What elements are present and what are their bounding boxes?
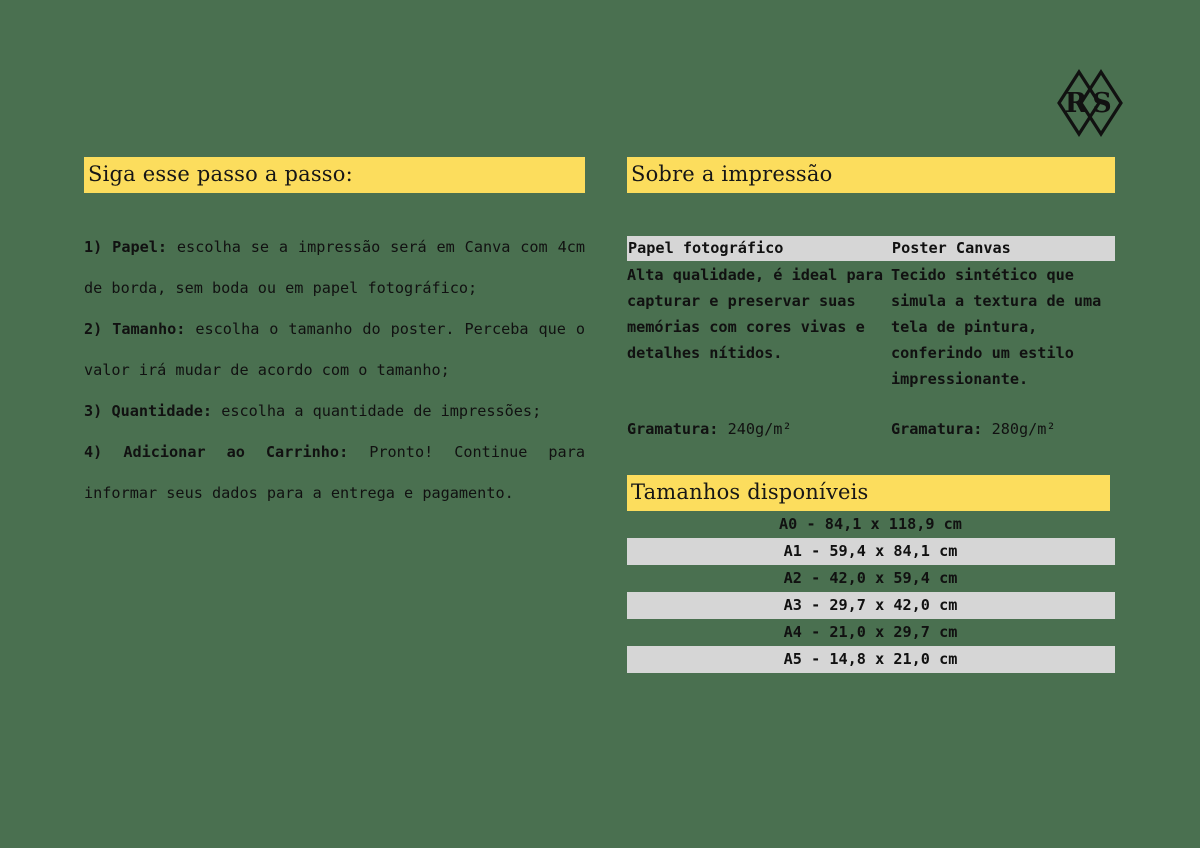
- step-number: 1): [84, 238, 103, 256]
- step-label: Quantidade:: [111, 402, 213, 420]
- rs-monogram-logo: R S: [1055, 68, 1125, 138]
- step-number: 2): [84, 320, 103, 338]
- logo-letter-r: R: [1065, 88, 1088, 119]
- size-dash: -: [811, 542, 821, 560]
- step-item: 2) Tamanho: escolha o tamanho do poster.…: [84, 309, 585, 391]
- step-label: Adicionar ao Carrinho:: [123, 443, 349, 461]
- size-dash: -: [811, 569, 821, 587]
- sizes-banner-title: Tamanhos disponíveis: [627, 475, 1110, 511]
- size-row: A5 - 14,8 x 21,0 cm: [627, 646, 1115, 673]
- size-name: A5: [783, 650, 802, 668]
- size-row: A2 - 42,0 x 59,4 cm: [627, 565, 1115, 592]
- paper-types-header-row: Papel fotográfico Poster Canvas: [627, 236, 1115, 261]
- size-dimensions: 59,4 x 84,1 cm: [829, 542, 958, 560]
- steps-column: Siga esse passo a passo: 1) Papel: escol…: [84, 157, 585, 514]
- size-name: A2: [783, 569, 802, 587]
- paper-description-canvas: Tecido sintético que simula a textura de…: [891, 266, 1102, 388]
- gramatura-label: Gramatura:: [891, 420, 983, 438]
- gramatura-photo: Gramatura: 240g/m²: [627, 419, 891, 439]
- gramatura-row: Gramatura: 240g/m² Gramatura: 280g/m²: [627, 419, 1115, 439]
- size-name: A3: [783, 596, 802, 614]
- size-row: A0 - 84,1 x 118,9 cm: [627, 511, 1115, 538]
- size-name: A0: [779, 515, 798, 533]
- step-number: 3): [84, 402, 103, 420]
- print-info-banner-title: Sobre a impressão: [627, 157, 1115, 193]
- paper-type-header-canvas: Poster Canvas: [891, 239, 1011, 257]
- available-sizes-block: Tamanhos disponíveis A0 - 84,1 x 118,9 c…: [627, 475, 1115, 673]
- paper-types-table: Papel fotográfico Poster Canvas Alta qua…: [627, 236, 1115, 439]
- step-text: escolha o tamanho do poster. Perceba que…: [84, 320, 585, 379]
- paper-description-photo: Alta qualidade, é ideal para capturar e …: [627, 266, 884, 362]
- step-item: 1) Papel: escolha se a impressão será em…: [84, 227, 585, 309]
- size-dimensions: 29,7 x 42,0 cm: [829, 596, 958, 614]
- size-name: A4: [783, 623, 802, 641]
- step-text: escolha se a impressão será em Canva com…: [84, 238, 585, 297]
- size-dimensions: 84,1 x 118,9 cm: [824, 515, 962, 533]
- steps-list: 1) Papel: escolha se a impressão será em…: [84, 227, 585, 514]
- size-dash: -: [806, 515, 816, 533]
- size-dash: -: [811, 596, 821, 614]
- gramatura-canvas: Gramatura: 280g/m²: [891, 419, 1115, 439]
- step-text: Pronto! Continue para informar seus dado…: [84, 443, 585, 502]
- gramatura-value: 280g/m²: [991, 420, 1056, 438]
- gramatura-value: 240g/m²: [727, 420, 792, 438]
- size-dimensions: 21,0 x 29,7 cm: [829, 623, 958, 641]
- size-dimensions: 14,8 x 21,0 cm: [829, 650, 958, 668]
- step-number: 4): [84, 443, 103, 461]
- step-label: Papel:: [112, 238, 168, 256]
- step-text: escolha a quantidade de impressões;: [212, 402, 542, 420]
- size-name: A1: [783, 542, 802, 560]
- step-item: 4) Adicionar ao Carrinho: Pronto! Contin…: [84, 432, 585, 514]
- size-dash: -: [811, 650, 821, 668]
- paper-types-description-row: Alta qualidade, é ideal para capturar e …: [627, 262, 1115, 392]
- size-dash: -: [811, 623, 821, 641]
- size-row: A3 - 29,7 x 42,0 cm: [627, 592, 1115, 619]
- size-row: A1 - 59,4 x 84,1 cm: [627, 538, 1115, 565]
- step-item: 3) Quantidade: escolha a quantidade de i…: [84, 391, 585, 432]
- size-dimensions: 42,0 x 59,4 cm: [829, 569, 958, 587]
- paper-type-header-photo: Papel fotográfico: [628, 239, 784, 257]
- logo-letter-s: S: [1092, 88, 1112, 119]
- step-label: Tamanho:: [112, 320, 186, 338]
- gramatura-label: Gramatura:: [627, 420, 719, 438]
- size-row: A4 - 21,0 x 29,7 cm: [627, 619, 1115, 646]
- print-info-column: Sobre a impressão Papel fotográfico Post…: [627, 157, 1115, 673]
- steps-banner-title: Siga esse passo a passo:: [84, 157, 585, 193]
